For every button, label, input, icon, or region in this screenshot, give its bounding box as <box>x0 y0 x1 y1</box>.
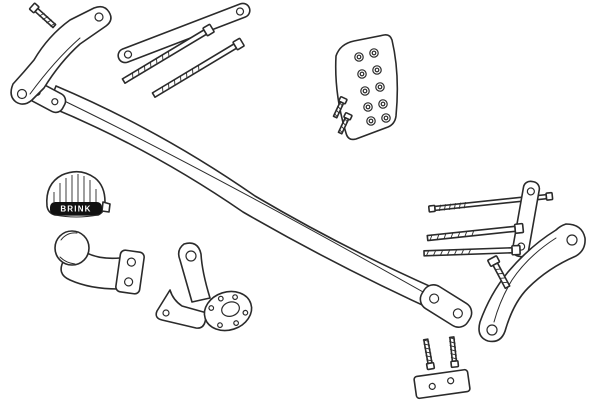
brand-band <box>50 202 102 215</box>
fastener-kit-plate <box>332 34 399 141</box>
bracket-bolt-right <box>487 255 511 290</box>
side-mounting-bracket-left <box>10 5 112 105</box>
bolt-carrier-plate-right <box>423 180 541 258</box>
long-bolt-2 <box>151 37 245 98</box>
long-bolt-3 <box>426 222 525 242</box>
long-threaded-rod <box>427 191 554 213</box>
backing-plate-with-studs <box>413 336 471 400</box>
side-mounting-bracket-right <box>478 223 586 343</box>
small-hex-bolt-top-left <box>28 2 57 29</box>
stud-2 <box>448 336 460 369</box>
support-strap-with-bolts <box>117 2 251 98</box>
long-bolt-4 <box>423 244 521 257</box>
kit-bolt-1 <box>332 96 348 119</box>
socket-plate-bracket <box>155 242 253 332</box>
stud-1 <box>422 338 436 371</box>
long-bolt-1 <box>121 23 215 84</box>
washer-set <box>354 48 391 126</box>
socket-plate <box>203 290 253 332</box>
towball-cover-cap: BRINK <box>45 170 111 218</box>
swan-neck-towball <box>54 230 145 295</box>
main-crossmember-bar <box>25 80 473 328</box>
kit-bolt-2 <box>337 112 353 135</box>
bar-end-plate-right <box>419 284 473 328</box>
brand-label: BRINK <box>60 205 91 214</box>
